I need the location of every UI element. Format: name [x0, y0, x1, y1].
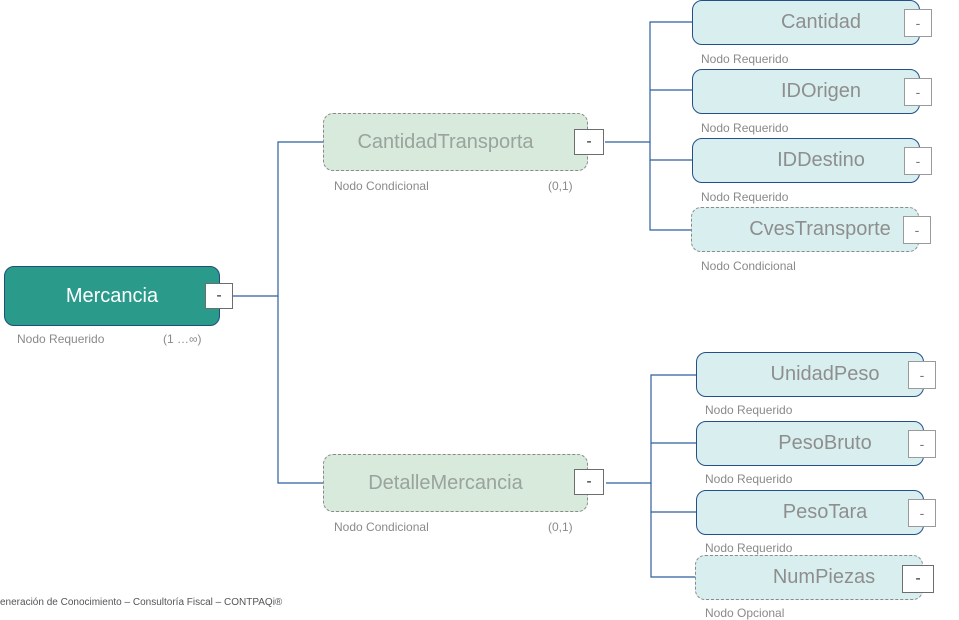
idorigen-label: IDOrigen [780, 80, 862, 102]
unidadpeso-collapse-toggle[interactable]: - [908, 361, 936, 389]
cvestransporte-label: CvesTransporte [749, 218, 891, 240]
cantidad-label: Cantidad [780, 11, 862, 33]
pesobruto-node[interactable]: PesoBruto [696, 421, 924, 466]
numpiezas-collapse-toggle[interactable]: - [902, 565, 934, 593]
cantidadtransporta-label: CantidadTransporta [357, 130, 534, 153]
pesotara-node[interactable]: PesoTara [696, 490, 924, 535]
iddestino-collapse-toggle[interactable]: - [904, 147, 932, 175]
iddestino-label: IDDestino [777, 149, 865, 171]
numpiezas-label: NumPiezas [772, 566, 876, 588]
unidadpeso-node[interactable]: UnidadPeso [696, 352, 924, 397]
detallemercancia-collapse-toggle[interactable]: - [574, 469, 604, 495]
iddestino-node[interactable]: IDDestino [692, 138, 920, 183]
numpiezas-caption: Nodo Opcional [705, 606, 785, 620]
unidadpeso-label: UnidadPeso [770, 363, 880, 385]
cvestransporte-caption: Nodo Condicional [701, 259, 796, 273]
detallemercancia-node[interactable]: DetalleMercancia [323, 454, 588, 512]
mercancia-cardinality: (1 …∞) [163, 332, 202, 346]
pesobruto-collapse-toggle[interactable]: - [908, 430, 936, 458]
detallemercancia-caption: Nodo Condicional [334, 520, 429, 534]
cvestransporte-collapse-toggle[interactable]: - [903, 216, 931, 244]
footer-text: eneración de Conocimiento – Consultoría … [0, 597, 283, 608]
idorigen-collapse-toggle[interactable]: - [904, 78, 932, 106]
pesotara-label: PesoTara [782, 501, 868, 523]
cantidad-node[interactable]: Cantidad [692, 0, 920, 45]
cantidadtransporta-collapse-toggle[interactable]: - [574, 129, 604, 155]
cantidadtransporta-cardinality: (0,1) [548, 179, 573, 193]
cantidad-caption: Nodo Requerido [701, 52, 789, 66]
iddestino-caption: Nodo Requerido [701, 190, 789, 204]
numpiezas-node[interactable]: NumPiezas [695, 555, 923, 600]
idorigen-caption: Nodo Requerido [701, 121, 789, 135]
unidadpeso-caption: Nodo Requerido [705, 403, 793, 417]
detallemercancia-label: DetalleMercancia [368, 471, 523, 494]
cantidad-collapse-toggle[interactable]: - [904, 9, 932, 37]
cantidadtransporta-caption: Nodo Condicional [334, 179, 429, 193]
pesobruto-label: PesoBruto [778, 432, 872, 454]
mercancia-label: Mercancia [65, 284, 159, 307]
mercancia-caption: Nodo Requerido [17, 332, 105, 346]
idorigen-node[interactable]: IDOrigen [692, 69, 920, 114]
mercancia-node[interactable]: Mercancia [4, 266, 220, 326]
cantidadtransporta-node[interactable]: CantidadTransporta [323, 113, 588, 171]
pesotara-collapse-toggle[interactable]: - [908, 499, 936, 527]
detallemercancia-cardinality: (0,1) [548, 520, 573, 534]
cvestransporte-node[interactable]: CvesTransporte [691, 207, 919, 252]
pesotara-caption: Nodo Requerido [705, 541, 793, 555]
pesobruto-caption: Nodo Requerido [705, 472, 793, 486]
mercancia-collapse-toggle[interactable]: - [205, 283, 233, 309]
